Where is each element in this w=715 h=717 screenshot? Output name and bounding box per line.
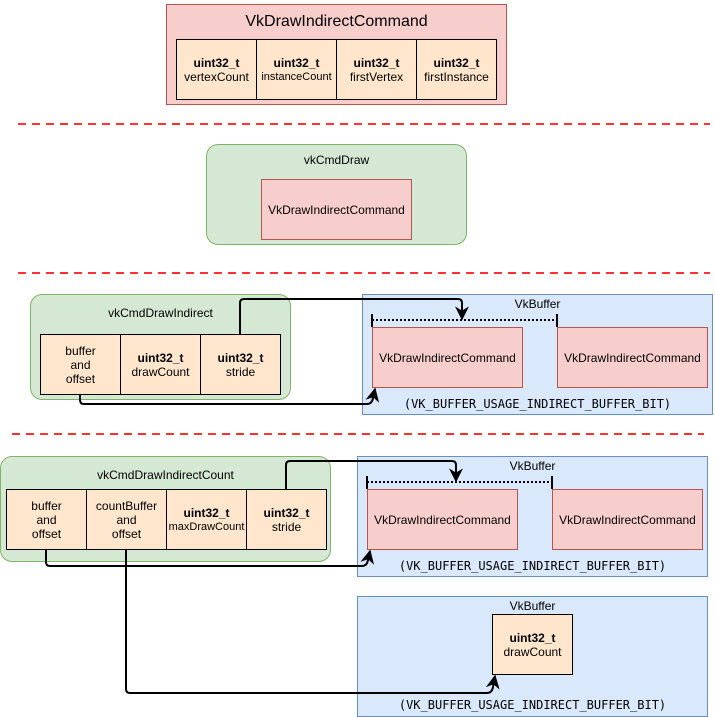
field-type: uint32_t xyxy=(273,55,320,70)
indirect-vkbuffer-title: VkBuffer xyxy=(514,297,561,311)
indirectcount-title: vkCmdDrawIndirectCount xyxy=(97,468,234,482)
field-name: drawCount xyxy=(131,364,190,379)
field-name: stride xyxy=(225,364,256,379)
field-name: firstVertex xyxy=(349,69,404,84)
struct-field-instancecount: uint32_t instanceCount xyxy=(256,39,337,100)
indirect-buffer-command-2: VkDrawIndirectCommand xyxy=(557,327,708,388)
field-type: uint32_t xyxy=(137,350,184,365)
field-type: uint32_t xyxy=(433,55,480,70)
count-buffer-drawcount: uint32_t drawCount xyxy=(492,614,573,675)
indirectcount-vkbuffer-title: VkBuffer xyxy=(509,459,556,473)
param-line: buffer xyxy=(65,343,96,358)
field-name: instanceCount xyxy=(261,70,332,83)
param-line: countBuffer xyxy=(95,498,158,513)
field-type: uint32_t xyxy=(353,55,400,70)
param-line: and xyxy=(36,512,57,527)
indirect-param-stride: uint32_t stride xyxy=(200,334,281,395)
field-type: uint32_t xyxy=(193,55,240,70)
indirectcount-param-maxdrawcount: uint32_t maxDrawCount xyxy=(166,489,247,550)
field-type: uint32_t xyxy=(509,630,556,645)
indirect-param-drawcount: uint32_t drawCount xyxy=(120,334,201,395)
indirectcount-buffer-command-2: VkDrawIndirectCommand xyxy=(552,489,703,550)
param-line: buffer xyxy=(31,498,62,513)
param-line: and xyxy=(70,357,91,372)
field-type: uint32_t xyxy=(263,505,310,520)
struct-field-vertexcount: uint32_t vertexCount xyxy=(176,39,257,100)
field-name: vertexCount xyxy=(184,69,249,84)
field-type: uint32_t xyxy=(183,505,230,520)
count-vkbuffer-usage: (VK_BUFFER_USAGE_INDIRECT_BUFFER_BIT) xyxy=(398,698,667,712)
struct-title: VkDrawIndirectCommand xyxy=(245,13,428,30)
count-vkbuffer-title: VkBuffer xyxy=(509,599,556,613)
param-line: offset xyxy=(31,526,62,541)
indirectcount-vkbuffer-usage: (VK_BUFFER_USAGE_INDIRECT_BUFFER_BIT) xyxy=(398,559,667,573)
field-name: firstInstance xyxy=(424,69,489,84)
indirectcount-param-countbuffer: countBuffer and offset xyxy=(86,489,167,550)
param-line: offset xyxy=(65,371,96,386)
struct-field-firstinstance: uint32_t firstInstance xyxy=(416,39,497,100)
indirect-buffer-command-1: VkDrawIndirectCommand xyxy=(372,327,523,388)
vkcmddraw-inner-command: VkDrawIndirectCommand xyxy=(261,179,412,240)
field-name: maxDrawCount xyxy=(168,520,245,533)
indirect-title: vkCmdDrawIndirect xyxy=(108,306,213,320)
param-line: offset xyxy=(111,526,142,541)
field-name: drawCount xyxy=(503,644,562,659)
field-name: stride xyxy=(271,519,302,534)
vkcmddraw-title: vkCmdDraw xyxy=(303,153,370,167)
indirect-param-buffer: buffer and offset xyxy=(40,334,121,395)
indirectcount-param-stride: uint32_t stride xyxy=(246,489,327,550)
struct-field-firstvertex: uint32_t firstVertex xyxy=(336,39,417,100)
indirect-vkbuffer-usage: (VK_BUFFER_USAGE_INDIRECT_BUFFER_BIT) xyxy=(403,397,672,411)
field-type: uint32_t xyxy=(217,350,264,365)
indirectcount-param-buffer: buffer and offset xyxy=(6,489,87,550)
indirectcount-buffer-command-1: VkDrawIndirectCommand xyxy=(367,489,518,550)
param-line: and xyxy=(116,512,137,527)
